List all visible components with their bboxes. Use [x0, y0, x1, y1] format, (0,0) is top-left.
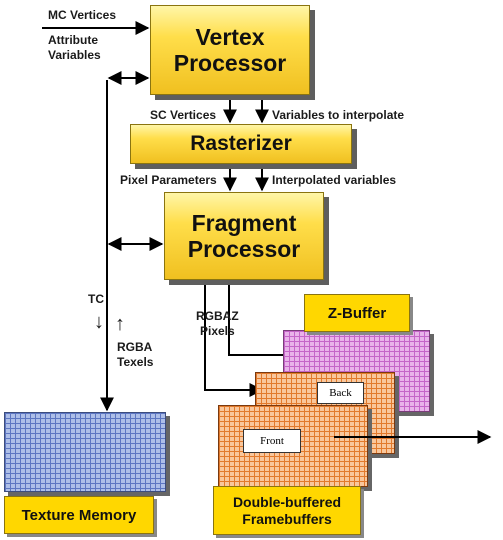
- vertex-processor-line2: Processor: [173, 50, 287, 76]
- rgba-line: RGBA: [117, 340, 153, 354]
- double-buffered-framebuffers-label: Double-buffered Framebuffers: [213, 486, 361, 535]
- variables-line: Variables: [48, 48, 101, 62]
- pixel-parameters-label: Pixel Parameters: [120, 173, 217, 187]
- texels-line: Texels: [117, 355, 154, 369]
- texture-memory-label: Texture Memory: [4, 496, 154, 534]
- attribute-line: Attribute: [48, 33, 98, 47]
- vertex-processor-line1: Vertex: [195, 24, 265, 50]
- pixels-line: Pixels: [199, 324, 235, 338]
- back-buffer-tag: Back: [317, 382, 364, 404]
- fragment-processor-line1: Fragment: [191, 210, 297, 236]
- texture-memory-block: [4, 412, 166, 492]
- variables-to-interpolate-label: Variables to interpolate: [272, 108, 405, 122]
- rgba-up-arrow: ↑: [115, 313, 125, 335]
- rasterizer: Rasterizer: [130, 124, 352, 164]
- tc-down-arrow: ↓: [94, 311, 104, 333]
- interpolated-variables-label: Interpolated variables: [272, 173, 397, 187]
- framebuffers-line: Framebuffers: [242, 510, 332, 527]
- vertex-processor: Vertex Processor: [150, 5, 310, 95]
- rgbaz-pixels-label: RGBAZ Pixels: [196, 309, 239, 339]
- mc-vertices-label: MC Vertices: [48, 8, 117, 22]
- sc-vertices-label: SC Vertices: [150, 108, 217, 122]
- rgba-texels-label: RGBA Texels: [117, 340, 153, 370]
- double-buffered-line: Double-buffered: [232, 493, 342, 510]
- rgbaz-line: RGBAZ: [196, 309, 239, 323]
- fragment-processor-line2: Processor: [187, 236, 301, 262]
- front-buffer-tag: Front: [243, 429, 301, 453]
- rgbaz-to-back-buffer-arrow: [204, 282, 264, 397]
- fragment-processor: Fragment Processor: [164, 192, 324, 280]
- tc-label: TC: [88, 292, 104, 306]
- zbuffer-label: Z-Buffer: [304, 294, 410, 332]
- attribute-variables-label: Attribute Variables: [48, 33, 101, 63]
